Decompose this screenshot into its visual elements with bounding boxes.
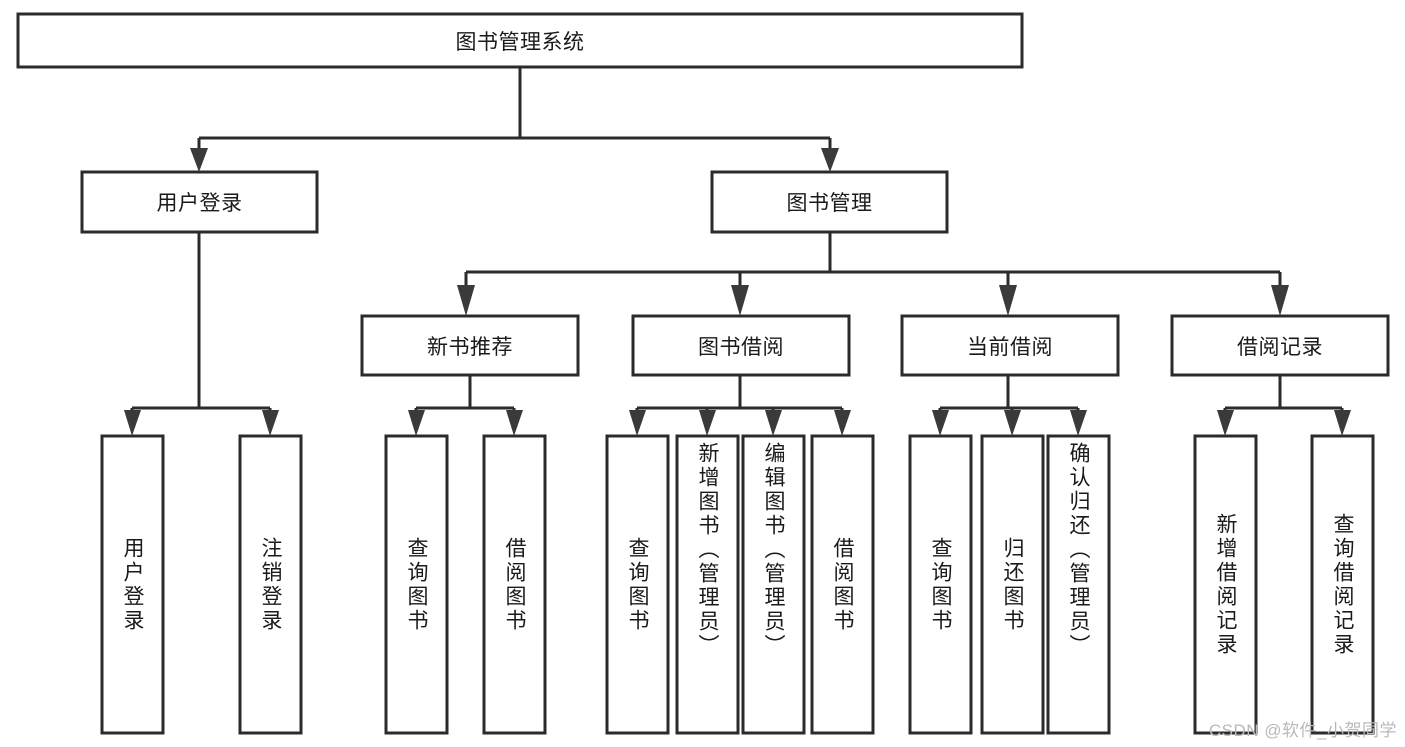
connectors-book-borrow: [629, 375, 851, 436]
connectors-user-login: [124, 232, 279, 436]
connectors-root: [190, 67, 839, 172]
arrow-to-leaf-query-book-1: [408, 410, 425, 436]
box-leaf-borrow-book-1[interactable]: [482, 434, 547, 735]
box-leaf-borrow-book-2[interactable]: [810, 434, 875, 735]
arrow-to-leaf-borrow-book-1: [506, 410, 523, 436]
connectors-book-manage: [457, 232, 1289, 316]
box-leaf-add-record[interactable]: [1193, 434, 1258, 735]
connectors-borrow-record: [1217, 375, 1351, 436]
box-borrow-record[interactable]: [1170, 314, 1390, 377]
connectors-new-book-rec: [408, 375, 523, 436]
arrow-to-leaf-edit-book: [765, 410, 782, 436]
box-user-login[interactable]: [80, 170, 319, 234]
arrow-to-current-borrow: [999, 285, 1017, 316]
node-boxes: [16, 12, 1390, 735]
arrow-to-leaf-query-book-2: [629, 410, 646, 436]
arrow-to-new-book-rec: [457, 285, 475, 316]
box-new-book-rec[interactable]: [360, 314, 580, 377]
arrow-to-leaf-add-record: [1217, 410, 1234, 436]
box-leaf-query-book-3[interactable]: [908, 434, 973, 735]
arrow-to-borrow-record: [1271, 285, 1289, 316]
arrow-to-leaf-logout: [262, 410, 279, 436]
arrow-to-leaf-query-record: [1334, 410, 1351, 436]
box-leaf-add-book[interactable]: [675, 434, 740, 735]
box-leaf-query-record[interactable]: [1310, 434, 1375, 735]
box-leaf-query-book-2[interactable]: [605, 434, 670, 735]
arrow-to-leaf-borrow-book-2: [834, 410, 851, 436]
arrow-to-leaf-confirm-return: [1070, 410, 1087, 436]
box-leaf-return-book[interactable]: [980, 434, 1045, 735]
arrow-to-leaf-query-book-3: [932, 410, 949, 436]
box-leaf-edit-book[interactable]: [741, 434, 806, 735]
box-root[interactable]: [16, 12, 1024, 69]
box-book-borrow[interactable]: [631, 314, 851, 377]
arrow-to-user-login: [190, 148, 208, 172]
arrow-to-leaf-return-book: [1004, 410, 1021, 436]
box-book-manage[interactable]: [710, 170, 949, 234]
box-current-borrow[interactable]: [900, 314, 1120, 377]
arrow-to-book-borrow: [731, 285, 749, 316]
arrow-to-leaf-add-book: [699, 410, 716, 436]
box-leaf-confirm-return[interactable]: [1046, 434, 1111, 735]
connectors-current-borrow: [932, 375, 1087, 436]
arrow-to-leaf-user-login: [124, 410, 141, 436]
box-leaf-logout[interactable]: [238, 434, 303, 735]
box-leaf-user-login[interactable]: [100, 434, 165, 735]
box-leaf-query-book-1[interactable]: [384, 434, 449, 735]
arrow-to-book-manage: [821, 148, 839, 172]
